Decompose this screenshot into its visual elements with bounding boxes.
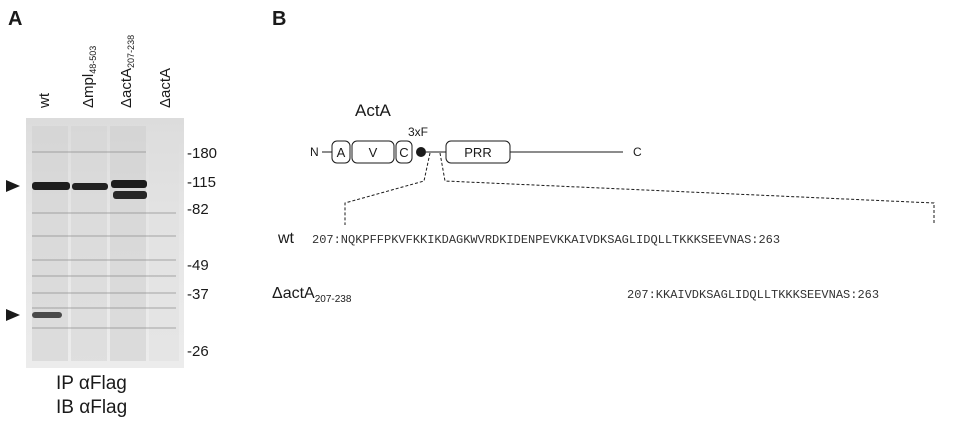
domain-c-label: C	[399, 145, 408, 160]
domain-prr-label: PRR	[464, 145, 491, 160]
band-acta207-upper	[111, 180, 147, 188]
band-mpl-main	[72, 183, 108, 190]
mw-marker-49: -49	[187, 257, 209, 274]
arrowhead-lower-icon	[6, 309, 20, 321]
western-blot-image	[26, 118, 184, 368]
mutant-sequence: 207:KKAIVDKSAGLIDQLLTKKKSEEVNAS:263	[627, 288, 880, 302]
acta-schematic: N A V C 3xF PRR C	[310, 125, 935, 225]
domain-c-box	[395, 140, 413, 164]
flag-tag-label: 3xF	[408, 125, 428, 139]
lane-smear-4	[149, 126, 179, 361]
c-terminus-label: C	[633, 145, 642, 159]
lane-smear-3	[110, 126, 146, 361]
lane-label-wt: wt	[36, 93, 53, 108]
lane-label-acta-207-238: ΔactA207-238	[118, 34, 136, 108]
mutant-row-label: ΔactA207-238	[272, 285, 352, 305]
mw-marker-26: -26	[187, 343, 209, 360]
zoom-guide-right	[439, 152, 935, 225]
n-terminus-label: N	[310, 145, 319, 159]
wt-row-label: wt	[278, 230, 294, 247]
caption-ip: IP αFlag	[56, 373, 127, 394]
wt-sequence: 207:NQKPFFPKVFKKIKDAGKWVRDKIDENPEVKKAIVD…	[312, 233, 781, 247]
mw-marker-82: -82	[187, 201, 209, 218]
domain-a-box	[331, 140, 351, 164]
caption-ib: IB αFlag	[56, 397, 128, 418]
zoom-guide-left	[344, 152, 431, 225]
panel-b-letter: B	[272, 8, 287, 30]
lane-label-mpl: Δmpl48-503	[80, 45, 98, 108]
arrowhead-upper-icon	[6, 180, 20, 192]
band-wt-main	[32, 182, 70, 190]
mw-marker-37: -37	[187, 286, 209, 303]
lane-label-acta: ΔactA	[157, 67, 174, 108]
mw-marker-180: -180	[187, 145, 218, 162]
protein-name: ActA	[355, 101, 391, 120]
lane-smear-1	[32, 126, 68, 361]
blot-bands	[32, 126, 179, 361]
domain-v-box	[351, 140, 395, 164]
lane-smear-2	[71, 126, 107, 361]
domain-a-label: A	[337, 145, 346, 160]
band-wt-lower	[32, 312, 62, 318]
faint-bands	[32, 151, 176, 329]
band-acta207-lower	[113, 191, 147, 199]
flag-tag-dot-icon	[416, 147, 426, 157]
mw-marker-115: -115	[187, 174, 216, 191]
panel-a-letter: A	[8, 8, 23, 30]
domain-v-label: V	[369, 145, 378, 160]
